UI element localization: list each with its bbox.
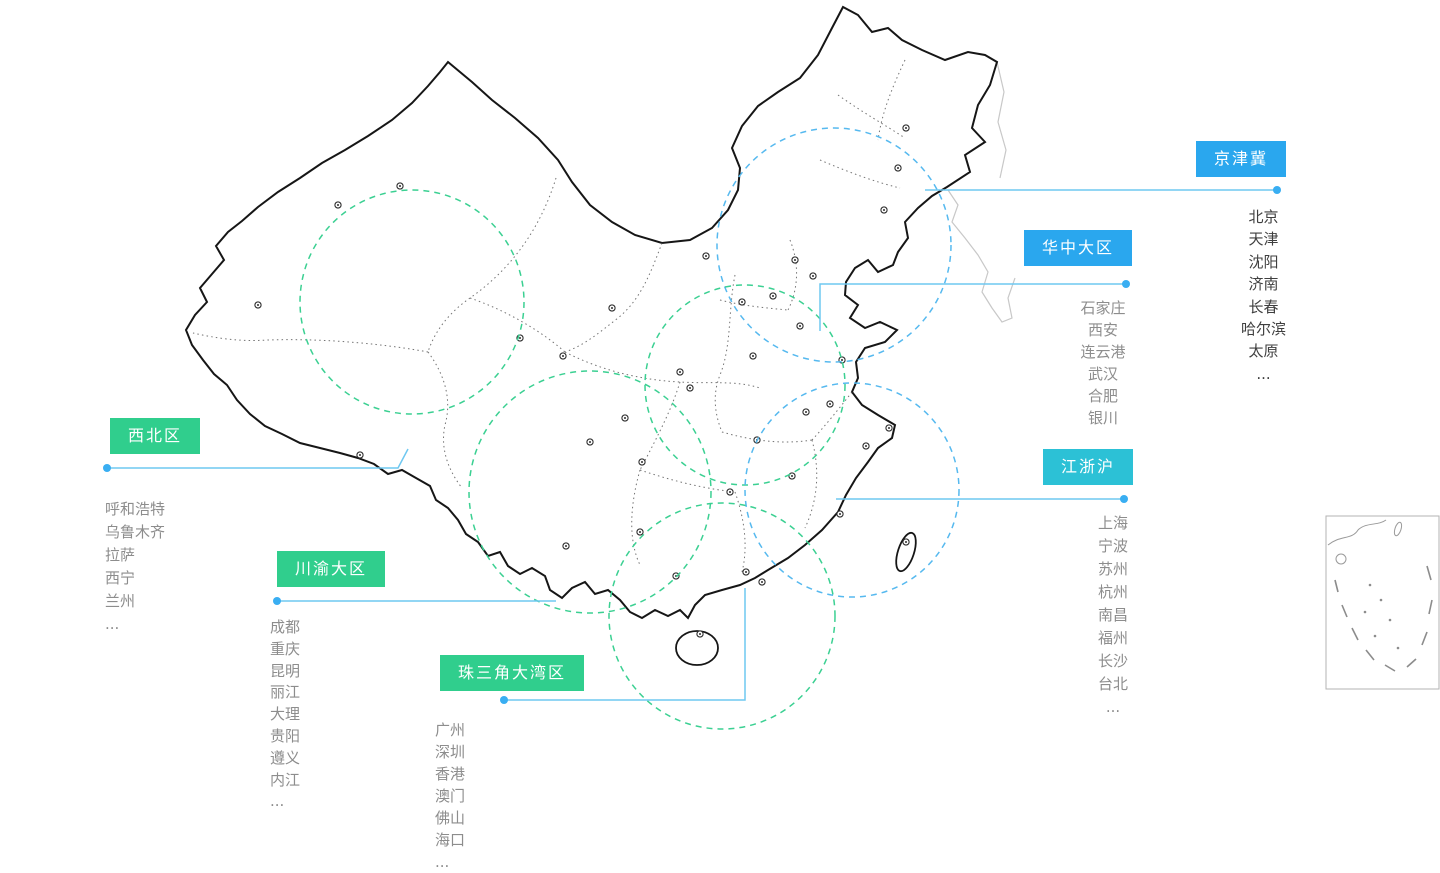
province-borders [192, 59, 906, 573]
city-item: 遵义 [270, 748, 301, 767]
city-item: 石家庄 [1080, 299, 1126, 317]
city-list-jiangzhehu: 上海 宁波 苏州 杭州 南昌 福州 长沙 台北 ... [1063, 512, 1163, 719]
city-item: 香港 [435, 765, 466, 783]
city-item: 沈阳 [1248, 252, 1279, 271]
region-label-jingjinji[interactable]: 京津冀 [1196, 141, 1287, 177]
connector-xibei [107, 448, 409, 469]
city-item: 贵阳 [270, 726, 301, 745]
china-outline [184, 5, 999, 620]
city-item: 福州 [1097, 629, 1128, 647]
city-item: 深圳 [435, 743, 466, 761]
connector-dot-chuanyu [273, 597, 281, 605]
region-label-huazhong[interactable]: 华中大区 [1024, 230, 1133, 266]
region-label-xibei[interactable]: 西北区 [110, 418, 201, 454]
city-item-ellipsis: ... [1256, 364, 1271, 383]
city-item: 哈尔滨 [1240, 320, 1286, 339]
city-item: 天津 [1248, 230, 1279, 249]
city-item: 杭州 [1097, 583, 1128, 601]
city-item: 西宁 [105, 569, 136, 587]
city-item: 广州 [435, 721, 466, 739]
region-circle-jingjinji [716, 127, 952, 363]
taiwan-island [895, 531, 917, 573]
city-item: 苏州 [1097, 560, 1128, 578]
city-item: 乌鲁木齐 [105, 523, 166, 541]
city-item: 济南 [1248, 275, 1279, 294]
city-item: 连云港 [1080, 343, 1126, 362]
city-item: 西安 [1087, 321, 1118, 340]
city-item-ellipsis: ... [105, 615, 120, 633]
city-item: 海口 [435, 831, 466, 849]
city-item: 宁波 [1097, 537, 1128, 555]
connector-dot-huazhong [1122, 280, 1130, 288]
connector-dot-jingjinji [1273, 186, 1281, 194]
region-circle-chuanyu [468, 370, 712, 614]
region-label-zhusanjiao[interactable]: 珠三角大湾区 [440, 655, 585, 691]
connector-huazhong [819, 283, 1126, 331]
city-list-jingjinji: 北京 天津 沈阳 济南 长春 哈尔滨 太原 ... [1196, 206, 1331, 385]
city-item: 内江 [270, 770, 301, 789]
city-item: 成都 [270, 618, 301, 636]
city-item: 拉萨 [105, 546, 136, 564]
city-item-ellipsis: ... [1105, 698, 1121, 716]
connector-dot-zhusanjiao [500, 696, 508, 704]
city-list-huazhong: 石家庄 西安 连云港 武汉 合肥 银川 [1053, 297, 1153, 430]
city-item: 上海 [1097, 514, 1128, 532]
city-item: 武汉 [1087, 365, 1118, 384]
region-label-jiangzhehu[interactable]: 江浙沪 [1043, 449, 1134, 485]
city-list-xibei: 呼和浩特 乌鲁木齐 拉萨 西宁 兰州 ... [105, 498, 165, 636]
hainan-island [675, 630, 719, 666]
south-china-sea-inset [1325, 515, 1440, 690]
city-item-ellipsis: ... [270, 792, 285, 811]
city-item: 银川 [1087, 409, 1118, 428]
city-item: 澳门 [435, 787, 466, 805]
city-item-ellipsis: ... [435, 853, 450, 871]
connector-dot-xibei [103, 464, 111, 472]
city-item: 南昌 [1097, 606, 1128, 624]
city-item: 昆明 [270, 661, 301, 680]
city-item: 丽江 [270, 683, 301, 702]
city-item: 台北 [1097, 675, 1128, 693]
city-item: 重庆 [270, 639, 301, 658]
city-item: 太原 [1248, 342, 1279, 361]
city-item: 北京 [1248, 208, 1279, 226]
city-item: 长沙 [1097, 652, 1128, 670]
city-list-chuanyu: 成都 重庆 昆明 丽江 大理 贵阳 遵义 内江 ... [270, 617, 300, 813]
city-item: 呼和浩特 [105, 500, 166, 518]
city-item: 长春 [1248, 297, 1279, 316]
city-item: 兰州 [105, 592, 136, 610]
connector-zhusanjiao [504, 588, 746, 701]
city-item: 合肥 [1087, 387, 1118, 406]
city-list-zhusanjiao: 广州 深圳 香港 澳门 佛山 海口 ... [435, 719, 465, 873]
region-label-chuanyu[interactable]: 川渝大区 [277, 551, 386, 587]
city-item: 佛山 [435, 809, 466, 827]
city-item: 大理 [270, 705, 301, 724]
region-circle-jiangzhehu [744, 382, 960, 598]
foreign-coastline [947, 61, 1016, 323]
connector-dot-jiangzhehu [1120, 495, 1128, 503]
region-circle-zhusanjiao [608, 502, 836, 730]
region-circle-xibei [299, 189, 525, 415]
